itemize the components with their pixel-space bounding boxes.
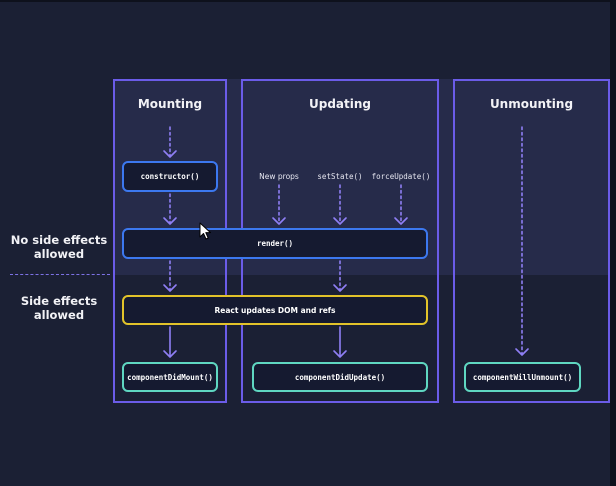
frame-top-edge (0, 0, 616, 2)
mounting-title: Mounting (137, 97, 203, 111)
no-side-effects-label: No side effects allowed (10, 233, 108, 261)
unmounting-title: Unmounting (489, 97, 574, 111)
dom-update-node: React updates DOM and refs (122, 295, 428, 325)
render-node: render() (122, 228, 428, 259)
phase-divider (10, 274, 110, 275)
updating-title: Updating (308, 97, 371, 111)
did-update-node: componentDidUpdate() (252, 362, 428, 392)
unmounting-column: Unmounting (453, 79, 610, 403)
mouse-pointer-icon (199, 222, 211, 240)
constructor-node: constructor() (122, 161, 218, 192)
trigger-force-update: forceUpdate() (371, 172, 431, 181)
side-effects-label: Side effects allowed (20, 294, 98, 322)
trigger-new-props: New props (259, 172, 299, 181)
will-unmount-node: componentWillUnmount() (464, 362, 581, 392)
did-mount-node: componentDidMount() (122, 362, 218, 392)
frame-right-edge (610, 0, 616, 486)
trigger-set-state: setState() (317, 172, 363, 181)
